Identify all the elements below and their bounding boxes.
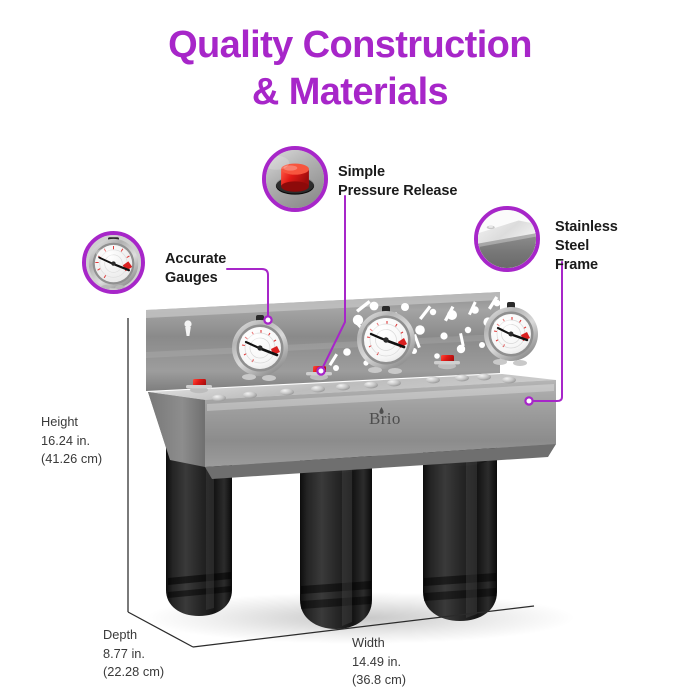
anchor-dot-accurate-gauges	[263, 315, 273, 325]
anchor-dot-pressure-release	[316, 366, 326, 376]
callout-label-pressure-release: Simple Pressure Release	[338, 164, 458, 200]
manifold-top-face	[148, 374, 556, 400]
pressure-release-button-left	[186, 379, 212, 394]
pressure-gauge-icon	[86, 235, 141, 290]
red-pressure-button-icon	[266, 150, 324, 208]
brand-logo: Brio	[369, 405, 401, 426]
filter-housing-right	[423, 433, 497, 621]
anchor-dot-stainless-frame	[524, 396, 534, 406]
connector-stainless-frame	[531, 261, 563, 402]
callout-label-accurate-gauges: Accurate Gauges	[165, 251, 227, 287]
brand-logo-front: Brio	[369, 407, 401, 428]
badge-accurate-gauges[interactable]	[82, 231, 145, 294]
manifold-underside	[205, 444, 556, 478]
connector-pressure-release	[321, 195, 346, 370]
callout-label-stainless-frame: Stainless Steel Frame	[555, 219, 618, 274]
svg-text:Brio: Brio	[369, 407, 401, 426]
pressure-gauges	[232, 302, 538, 381]
badge-stainless-frame[interactable]	[474, 206, 540, 272]
filter-housings	[166, 404, 497, 629]
manifold-left-side	[148, 392, 205, 467]
steel-back-panel	[146, 292, 500, 391]
pressure-release-button-right	[434, 355, 460, 370]
badge-pressure-release[interactable]	[262, 146, 328, 212]
connector-accurate-gauges	[226, 268, 269, 319]
page-title: Quality Construction & Materials	[168, 24, 532, 114]
pressure-gauge-right	[484, 302, 538, 366]
pressure-gauge-middle	[357, 306, 415, 374]
dimension-label-width: Width 14.49 in. (36.8 cm)	[352, 635, 407, 688]
filter-housing-middle	[300, 440, 372, 629]
dimension-lines	[127, 318, 535, 648]
pressure-gauge-left	[232, 315, 288, 381]
filter-housing-left	[166, 404, 232, 616]
dimension-label-height: Height 16.24 in. (41.26 cm)	[41, 414, 103, 467]
svg-text:Brio: Brio	[369, 409, 401, 428]
pressure-release-buttons	[186, 355, 460, 394]
keyhole-mount-slot	[184, 320, 192, 336]
manifold-front-face	[205, 380, 556, 467]
steel-panel-corner-icon	[478, 210, 536, 268]
pressure-release-button-middle	[306, 366, 332, 381]
dimension-label-depth: Depth 8.77 in. (22.28 cm)	[103, 627, 165, 680]
manifold-bolts	[212, 373, 516, 402]
